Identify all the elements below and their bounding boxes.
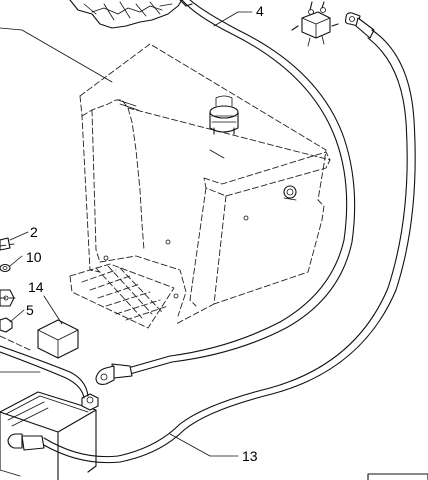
battery-tray-outline	[69, 43, 331, 329]
terminal-cover	[37, 319, 79, 359]
callout-10: 10	[26, 249, 42, 265]
callout-14: 14	[28, 279, 44, 295]
leader-top-left	[0, 27, 23, 31]
callout-4: 4	[256, 3, 264, 19]
battery-lead-2	[0, 351, 85, 399]
callout-13: 13	[242, 448, 258, 464]
cable-4	[95, 0, 356, 385]
callout-leaders	[9, 11, 253, 457]
battery-switch	[291, 1, 339, 47]
left-hardware	[0, 237, 41, 373]
leader-top-left-diag	[21, 29, 113, 83]
reference-box	[367, 473, 428, 480]
battery-lead	[0, 345, 89, 397]
cable-13	[7, 12, 416, 464]
callout-2: 2	[30, 224, 38, 240]
battery	[0, 391, 99, 480]
relay-component	[209, 95, 239, 135]
panel-stud	[283, 185, 297, 201]
engine-fragment	[69, 0, 193, 29]
callout-5: 5	[26, 302, 34, 318]
